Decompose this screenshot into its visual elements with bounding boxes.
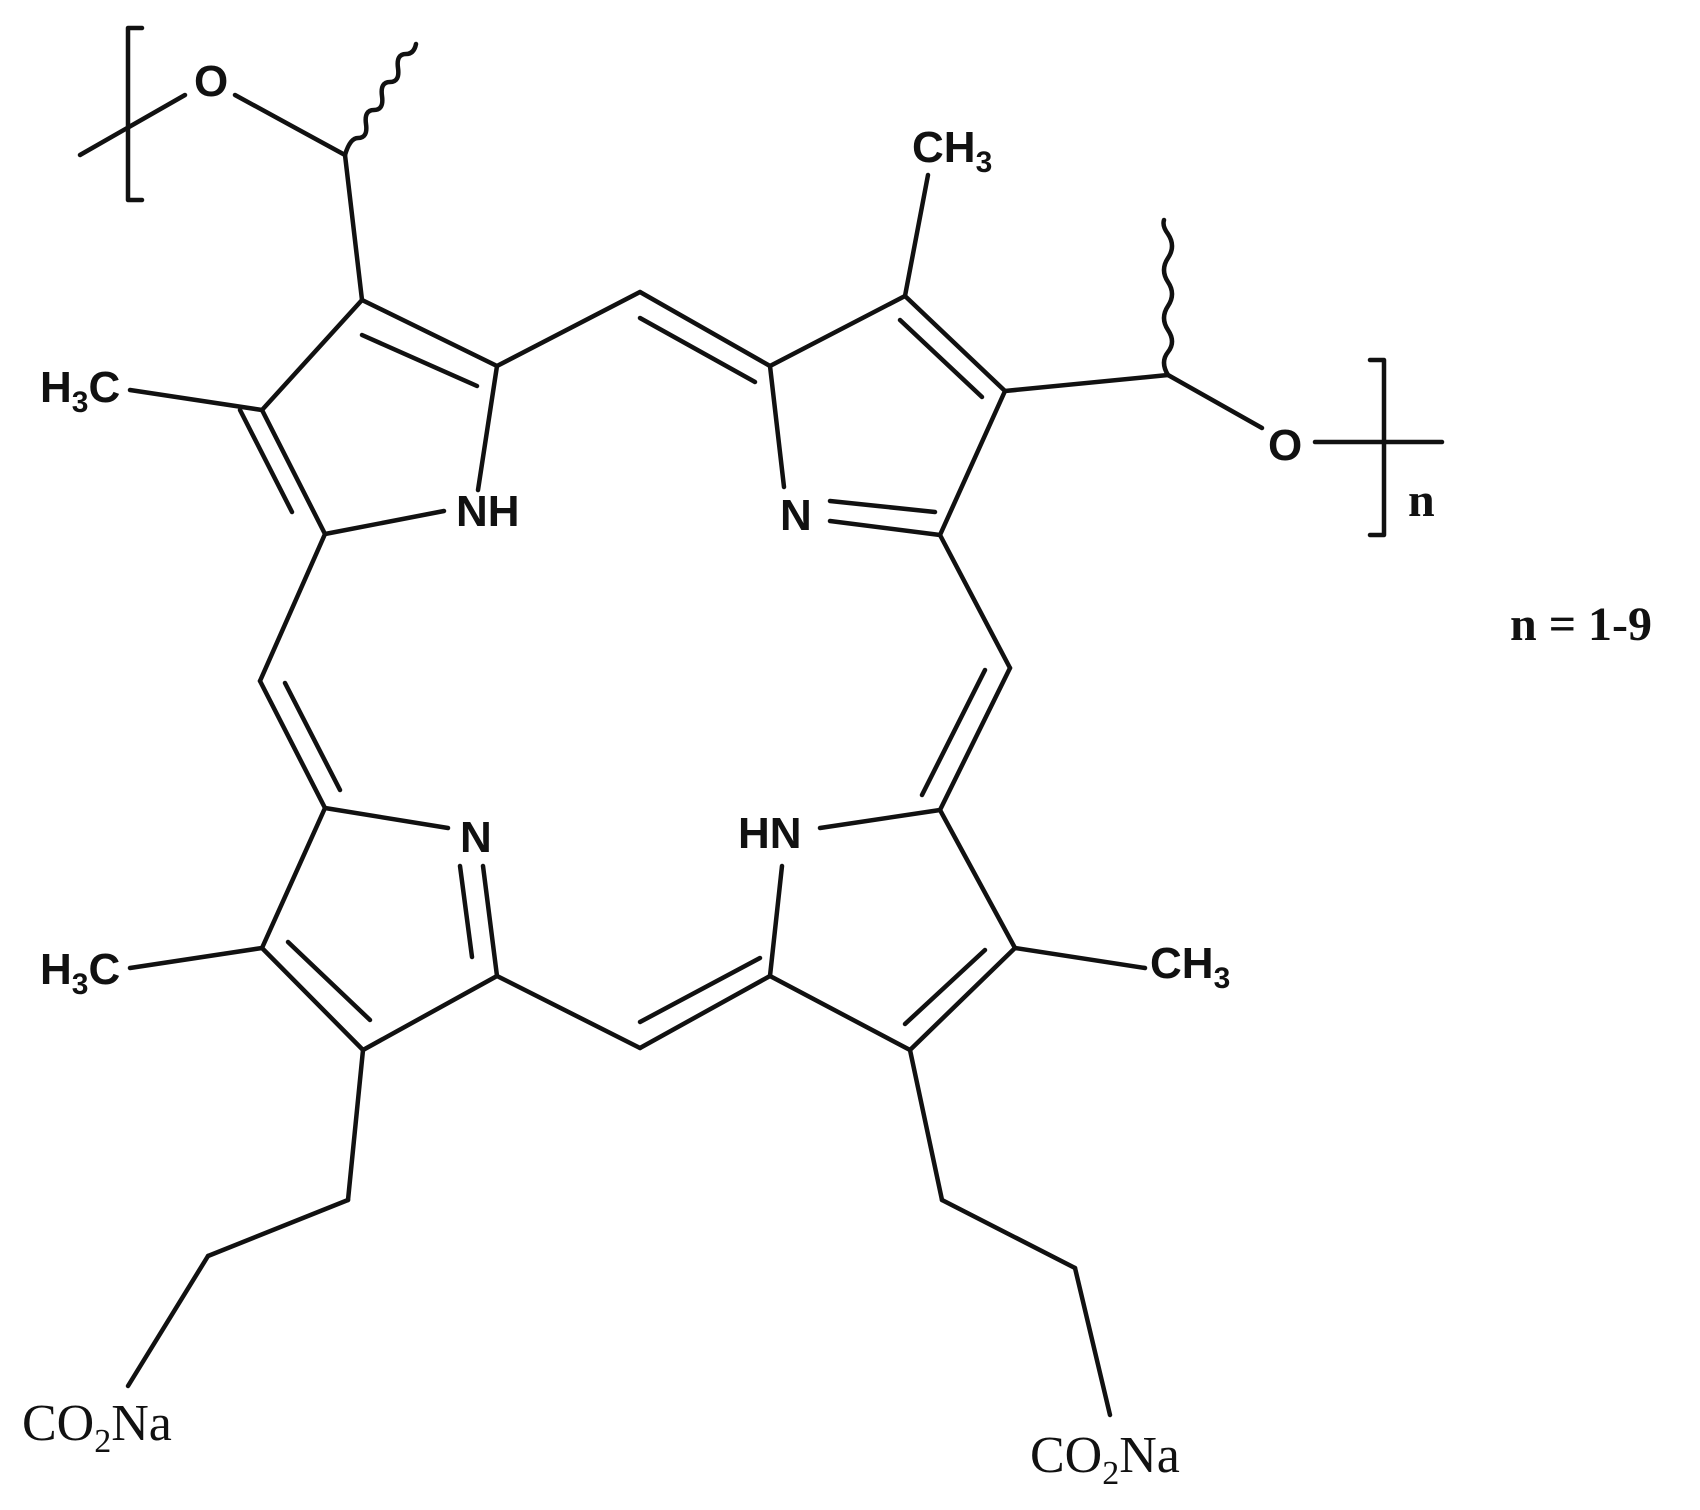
co2na-right-label: CO2Na bbox=[1030, 1427, 1180, 1492]
ring-a-bonds bbox=[237, 297, 500, 537]
repeat-subscript-label: n bbox=[1408, 474, 1435, 527]
ch3-right-label: CH3 bbox=[1150, 939, 1230, 995]
h3c-lower-left-label: H3C bbox=[40, 945, 120, 1001]
n-bottom-left-label: N bbox=[460, 813, 492, 862]
propionate-chains bbox=[125, 1047, 1113, 1418]
h3c-upper-left-label: H3C bbox=[40, 363, 120, 419]
repeat-range-label: n = 1-9 bbox=[1510, 598, 1652, 651]
o-right-label: O bbox=[1268, 421, 1302, 470]
meso-bridges bbox=[257, 289, 1013, 1051]
co2na-left-label: CO2Na bbox=[22, 1395, 172, 1460]
ch3-top-label: CH3 bbox=[912, 123, 992, 179]
n-top-right-label: N bbox=[780, 491, 812, 540]
o-left-label: O bbox=[194, 57, 228, 106]
ring-b-bonds bbox=[767, 293, 1008, 538]
ring-c-bonds bbox=[259, 805, 500, 1053]
hn-bottom-right-label: HN bbox=[738, 809, 802, 858]
methyl-bonds bbox=[127, 172, 1148, 971]
nh-top-left-label: NH bbox=[456, 487, 520, 536]
ether-link-left bbox=[77, 25, 419, 303]
ring-d-bonds bbox=[767, 807, 1018, 1053]
ether-link-right bbox=[1002, 217, 1445, 538]
